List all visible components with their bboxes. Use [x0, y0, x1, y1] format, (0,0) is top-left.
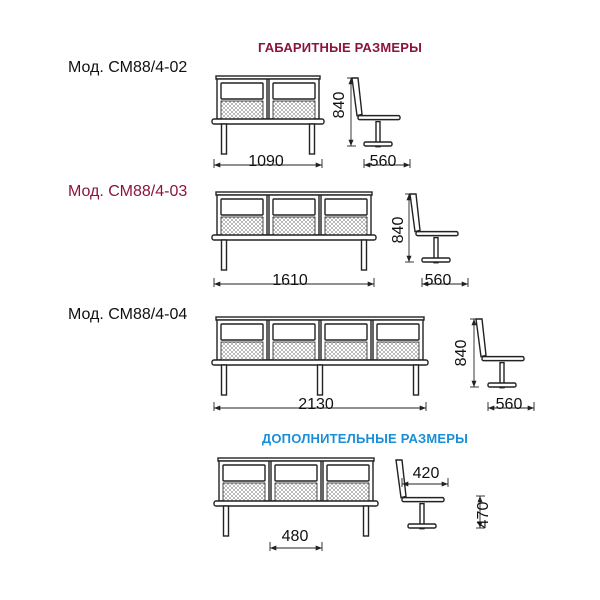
seat-mesh: [324, 216, 368, 236]
bench-leg: [316, 364, 324, 396]
bench-beam: [211, 118, 325, 125]
depth-value-03: 560: [425, 272, 452, 289]
bench-leg: [222, 505, 230, 537]
seat-mesh: [274, 482, 318, 502]
bench-leg: [308, 123, 316, 155]
seat-mesh: [220, 216, 264, 236]
side-base: [363, 141, 393, 147]
side-backrest: [475, 318, 487, 358]
bench-beam: [213, 500, 379, 507]
side-backrest: [409, 193, 421, 233]
backrest-panel: [220, 323, 264, 341]
backrest-panel: [220, 82, 264, 100]
backrest-panel: [220, 198, 264, 216]
side-seat: [401, 496, 445, 503]
additional-dimensions-header: ДОПОЛНИТЕЛЬНЫЕ РАЗМЕРЫ: [262, 431, 468, 446]
bench-front-view-04: [211, 316, 429, 396]
chair-side-view-03: [409, 193, 459, 264]
bench-front-view-02: [211, 75, 325, 155]
seat-mesh: [222, 482, 266, 502]
bench-leg: [220, 364, 228, 396]
bench-beam: [211, 234, 377, 241]
backrest-panel: [272, 198, 316, 216]
side-seat: [481, 355, 525, 362]
bench-beam: [211, 359, 429, 366]
backrest-panel: [376, 323, 420, 341]
seat-mesh: [376, 341, 420, 361]
backrest-panel: [324, 323, 368, 341]
seat-mesh: [272, 216, 316, 236]
side-base: [487, 382, 517, 388]
seat-depth-value: 420: [413, 465, 440, 482]
backrest-panel: [324, 198, 368, 216]
side-seat: [415, 230, 459, 237]
seat-mesh: [220, 341, 264, 361]
seat-mesh: [324, 341, 368, 361]
side-base: [421, 257, 451, 263]
chair-side-view-additional: [395, 459, 445, 530]
bench-top-rail: [215, 316, 425, 321]
main-dimensions-header: ГАБАРИТНЫЕ РАЗМЕРЫ: [258, 40, 422, 55]
seat-height-value: 470: [475, 502, 492, 529]
model-label-03: Мод. СМ88/4-03: [68, 183, 187, 200]
backrest-panel: [272, 82, 316, 100]
bench-leg: [412, 364, 420, 396]
backrest-panel: [222, 464, 266, 482]
width-value-03: 1610: [272, 272, 308, 289]
backrest-panel: [274, 464, 318, 482]
bench-leg: [220, 239, 228, 271]
side-seat: [357, 114, 401, 121]
height-value-03: 840: [390, 217, 407, 244]
width-value-02: 1090: [248, 153, 284, 170]
bench-front-view-03: [211, 191, 377, 271]
side-backrest: [395, 459, 407, 499]
side-base: [407, 523, 437, 529]
depth-value-02: 560: [370, 153, 397, 170]
seat-mesh: [220, 100, 264, 120]
bench-leg: [220, 123, 228, 155]
chair-side-view-02: [351, 77, 401, 148]
seat-width-value: 480: [282, 528, 309, 545]
width-value-04: 2130: [298, 396, 334, 413]
bench-leg: [362, 505, 370, 537]
height-value-02: 840: [331, 92, 348, 119]
seat-mesh: [272, 100, 316, 120]
chair-side-view-04: [475, 318, 525, 389]
bench-front-view-additional: [213, 457, 379, 537]
depth-value-04: 560: [496, 396, 523, 413]
model-label-04: Мод. СМ88/4-04: [68, 306, 187, 323]
height-value-04: 840: [453, 340, 470, 367]
seat-mesh: [272, 341, 316, 361]
dimension-lines: [213, 77, 535, 551]
backrest-panel: [272, 323, 316, 341]
bench-top-rail: [215, 75, 321, 80]
seat-mesh: [326, 482, 370, 502]
side-backrest: [351, 77, 363, 117]
backrest-panel: [326, 464, 370, 482]
model-label-02: Мод. СМ88/4-02: [68, 59, 187, 76]
bench-leg: [360, 239, 368, 271]
